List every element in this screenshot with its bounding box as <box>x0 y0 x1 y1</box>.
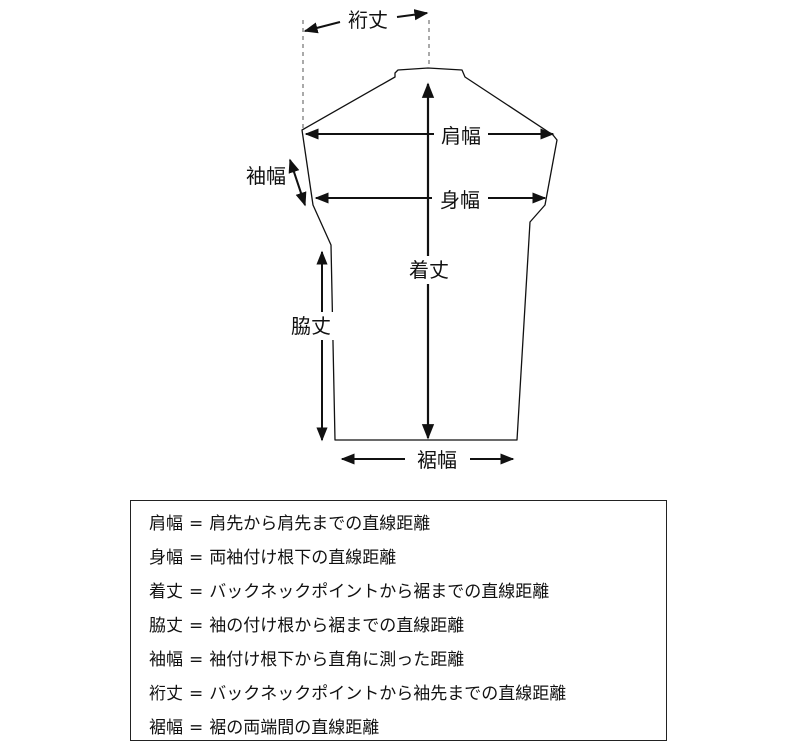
legend-equals: = <box>189 718 204 738</box>
legend-equals: = <box>189 514 204 534</box>
legend-desc: 裾の両端間の直線距離 <box>209 718 380 738</box>
legend-equals: = <box>189 582 204 602</box>
legend-row-mihaba: 身幅 =両袖付け根下の直線距離 <box>149 541 666 575</box>
legend-equals: = <box>189 548 204 568</box>
legend-desc: バックネックポイントから袖先までの直線距離 <box>209 684 567 704</box>
wakitake-label: 脇丈 <box>291 314 331 338</box>
legend-desc: 両袖付け根下の直線距離 <box>209 548 397 568</box>
legend-term: 肩幅 <box>149 514 183 534</box>
sodehaba-arrow <box>288 158 307 207</box>
legend-term: 袖幅 <box>149 650 183 670</box>
legend-row-katahaba: 肩幅 =肩先から肩先までの直線距離 <box>149 507 666 541</box>
legend-desc: バックネックポイントから裾までの直線距離 <box>209 582 550 602</box>
legend-term: 身幅 <box>149 548 183 568</box>
katahaba-label: 肩幅 <box>441 124 481 148</box>
legend-term: 裄丈 <box>149 684 183 704</box>
legend-row-yukitake: 裄丈 =バックネックポイントから袖先までの直線距離 <box>149 677 666 711</box>
legend-desc: 肩先から肩先までの直線距離 <box>209 514 431 534</box>
legend-term: 着丈 <box>149 582 183 602</box>
mihaba-label: 身幅 <box>440 188 480 212</box>
legend-row-kitake: 着丈 =バックネックポイントから裾までの直線距離 <box>149 575 666 609</box>
yukitake-arrow-right <box>396 9 429 21</box>
garment-measurement-diagram: 裄丈 肩幅 身幅 着丈 袖幅 脇丈 裾幅 <box>246 8 558 472</box>
sodehaba-label: 袖幅 <box>246 164 286 188</box>
legend-desc: 袖付け根下から直角に測った距離 <box>209 650 465 670</box>
yukitake-arrow-left <box>303 21 341 34</box>
measurement-legend: 肩幅=肩先から肩先までの直線距離 身幅=両袖付け根下の直線距離 着丈=バックネッ… <box>130 500 667 741</box>
garment-outline <box>301 67 558 441</box>
susohaba-label: 裾幅 <box>417 448 457 472</box>
legend-row-wakitake: 脇丈 =袖の付け根から裾までの直線距離 <box>149 609 666 643</box>
legend-desc: 袖の付け根から裾までの直線距離 <box>209 616 465 636</box>
kitake-label: 着丈 <box>409 258 449 282</box>
yukitake-label: 裄丈 <box>348 8 388 32</box>
legend-term: 脇丈 <box>149 616 183 636</box>
legend-equals: = <box>189 684 204 704</box>
legend-term: 裾幅 <box>149 718 183 738</box>
legend-row-susohaba: 裾幅 =裾の両端間の直線距離 <box>149 711 666 745</box>
legend-equals: = <box>189 650 204 670</box>
legend-equals: = <box>189 616 204 636</box>
legend-row-sodehaba: 袖幅 =袖付け根下から直角に測った距離 <box>149 643 666 677</box>
